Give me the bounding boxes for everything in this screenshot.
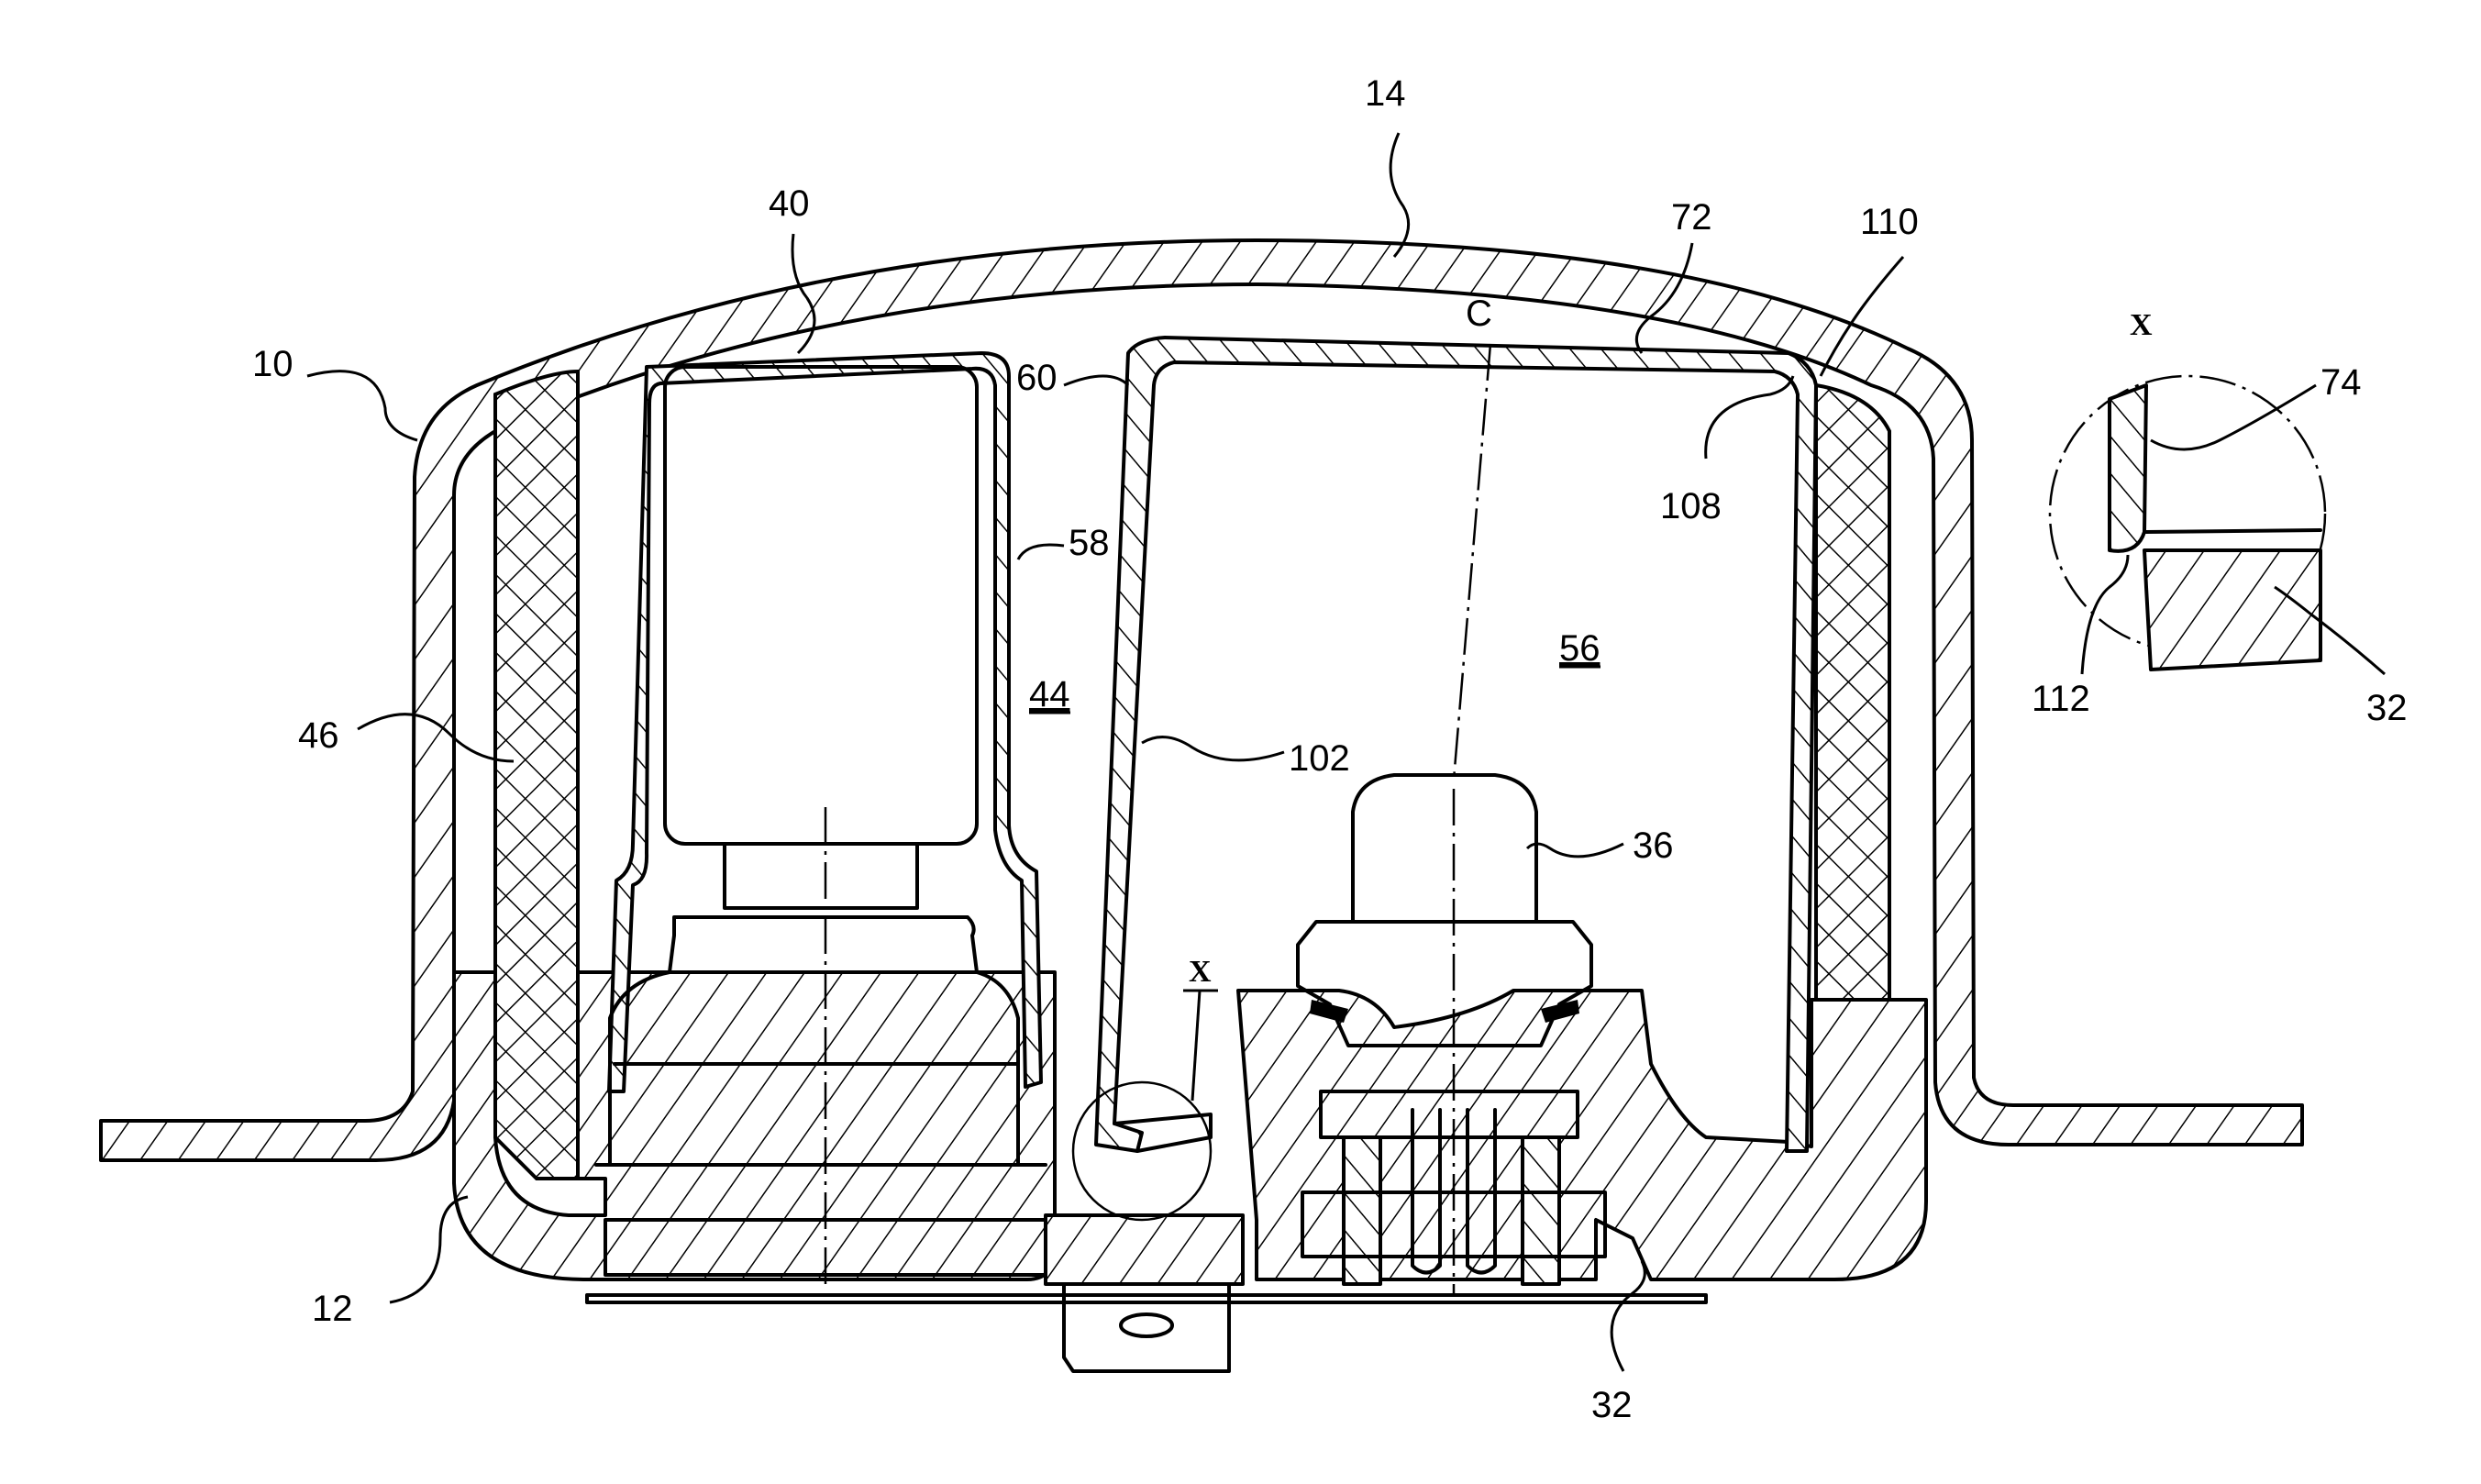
- label-36: 36: [1633, 825, 1674, 866]
- detail-base-32: [2144, 550, 2320, 670]
- label-x: X: [1189, 955, 1212, 989]
- component-body: [665, 367, 977, 844]
- leader-14: [1390, 133, 1409, 257]
- bottom-plate: [587, 1295, 1706, 1302]
- detail-x-leader: [1192, 991, 1200, 1101]
- leader-112: [2082, 555, 2128, 674]
- leader-102: [1142, 737, 1284, 760]
- leader-36: [1527, 844, 1623, 857]
- connector-left: [1344, 1137, 1380, 1284]
- detail-gap-line: [2146, 530, 2320, 532]
- terminal-tab: [1064, 1284, 1229, 1371]
- label-14: 14: [1365, 73, 1406, 114]
- label-102: 102: [1289, 738, 1350, 779]
- label-112: 112: [2032, 679, 2090, 719]
- label-40: 40: [769, 183, 810, 224]
- insulation-left: [495, 371, 578, 1179]
- label-10: 10: [252, 344, 294, 384]
- leader-32: [1612, 1261, 1645, 1371]
- leader-10: [307, 371, 417, 440]
- label-108: 108: [1660, 486, 1722, 526]
- label-32: 32: [1591, 1385, 1633, 1425]
- label-12: 12: [312, 1289, 353, 1329]
- detail-label-x: X: [2130, 308, 2153, 342]
- leader-60: [1064, 376, 1128, 385]
- label-58: 58: [1069, 523, 1110, 563]
- connector-right: [1523, 1137, 1559, 1284]
- sensor-cap: [1353, 775, 1536, 922]
- label-c: C: [1466, 293, 1492, 334]
- label-60: 60: [1016, 358, 1058, 398]
- label-72: 72: [1671, 197, 1712, 238]
- leader-74: [2151, 385, 2316, 449]
- outer-cover: [101, 240, 2302, 1160]
- detail-wall-74: [2110, 385, 2146, 551]
- detail-label-32: 32: [2366, 688, 2408, 728]
- leader-58: [1018, 545, 1064, 559]
- label-46: 46: [298, 715, 339, 756]
- leader-12: [390, 1197, 468, 1302]
- label-56: 56: [1559, 628, 1600, 669]
- label-74: 74: [2320, 362, 2362, 403]
- terminal-hole: [1121, 1314, 1172, 1336]
- leader-108: [1706, 376, 1793, 459]
- terminal-block: [1046, 1215, 1243, 1284]
- label-44: 44: [1029, 674, 1070, 714]
- label-110: 110: [1860, 202, 1919, 242]
- center-axis-c: [1454, 344, 1490, 780]
- component-neck: [725, 846, 917, 908]
